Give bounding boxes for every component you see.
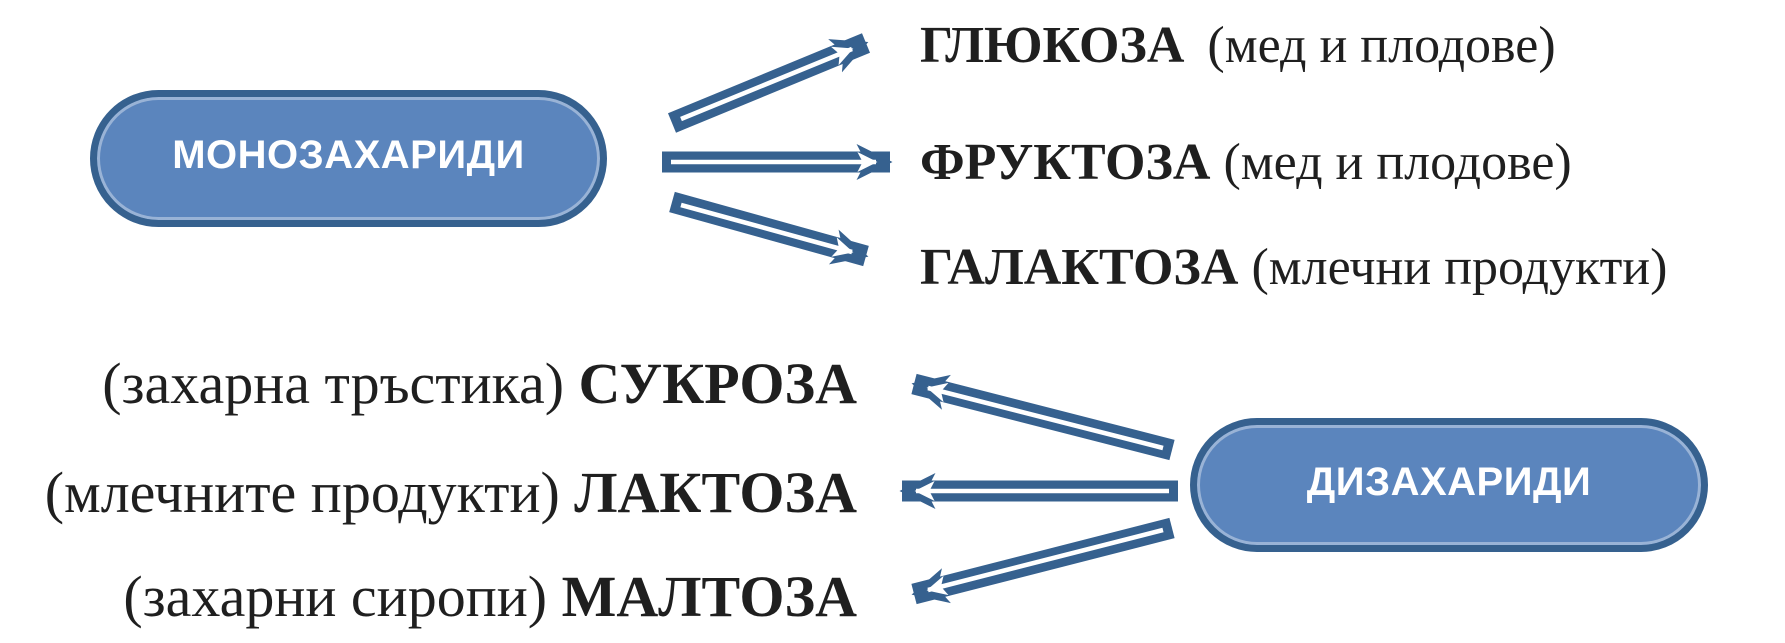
label-fructose: ФРУКТОЗА (мед и плодове) <box>920 135 1572 191</box>
monosaccharides-box: МОНОЗАХАРИДИ <box>90 90 607 227</box>
arrow-mono-glucose <box>667 33 871 133</box>
arrow-di-sucrose <box>911 373 1175 461</box>
galactose-source: (млечни продукти) <box>1251 239 1668 296</box>
label-galactose: ГАЛАКТОЗА (млечни продукти) <box>920 240 1667 296</box>
glucose-name: ГЛЮКОЗА <box>920 17 1185 74</box>
glucose-source: (мед и плодове) <box>1207 17 1556 74</box>
label-maltose: (захарни сиропи) МАЛТОЗА <box>123 567 857 627</box>
fructose-name: ФРУКТОЗА <box>920 134 1211 191</box>
label-lactose: (млечните продукти) ЛАКТОЗА <box>45 463 857 523</box>
monosaccharides-box-label: МОНОЗАХАРИДИ <box>172 133 525 177</box>
label-glucose: ГЛЮКОЗА (мед и плодове) <box>920 18 1556 74</box>
fructose-source: (мед и плодове) <box>1223 134 1572 191</box>
galactose-name: ГАЛАКТОЗА <box>920 239 1239 296</box>
arrow-mono-galactose <box>669 191 869 267</box>
sucrose-source: (захарна тръстика) <box>102 351 565 416</box>
maltose-source: (захарни сиропи) <box>123 564 548 629</box>
label-sucrose: (захарна тръстика) СУКРОЗА <box>102 354 857 414</box>
arrow-di-maltose <box>911 517 1175 605</box>
lactose-name: ЛАКТОЗА <box>574 460 857 525</box>
lactose-source: (млечните продукти) <box>44 460 560 525</box>
maltose-name: МАЛТОЗА <box>561 564 857 629</box>
sucrose-name: СУКРОЗА <box>578 351 857 416</box>
disaccharides-box: ДИЗАХАРИДИ <box>1190 418 1708 552</box>
disaccharides-box-label: ДИЗАХАРИДИ <box>1306 459 1592 504</box>
